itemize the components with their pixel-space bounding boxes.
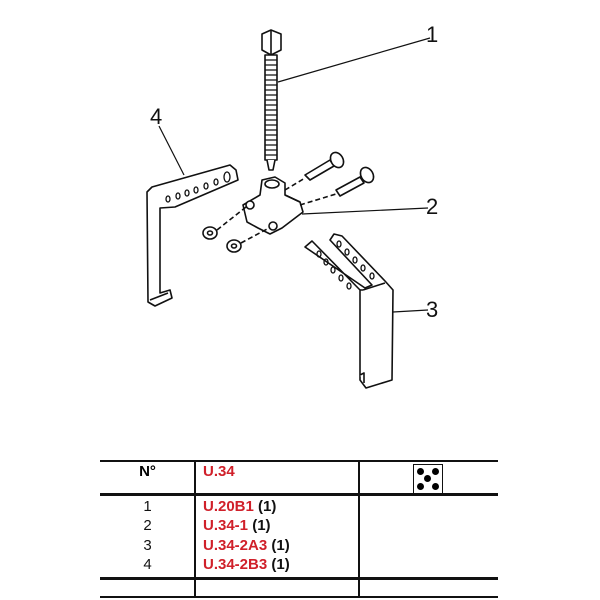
bracket-part-3 <box>304 233 394 389</box>
column-divider <box>194 460 196 598</box>
column-divider <box>358 460 360 598</box>
table-border-top <box>100 460 498 462</box>
table-border-bottom <box>100 596 498 598</box>
part-code: U.20B1 <box>203 498 254 515</box>
exploded-parts-diagram: 1 2 3 4 <box>146 22 438 389</box>
bracket-part-4 <box>146 164 239 307</box>
part-code: U.34-1 <box>203 517 249 534</box>
parts-table: N° U.34 1 U.20B1 (1) 2 U.34-1 (1) 3 U.34… <box>100 460 498 598</box>
block-part-2 <box>242 176 304 235</box>
leader-lines <box>158 37 431 313</box>
bolt-part-1 <box>261 29 282 171</box>
part-qty: (1) <box>258 498 277 515</box>
number-header: N° <box>139 463 156 480</box>
part-reference: U.34-2B3 (1) <box>203 556 290 573</box>
dice-five-icon <box>413 464 443 494</box>
set-code: U.34 <box>203 463 235 480</box>
row-number: 2 <box>143 517 152 534</box>
callout-3: 3 <box>426 297 438 322</box>
row-number: 1 <box>143 498 152 515</box>
part-reference: U.20B1 (1) <box>203 498 276 515</box>
part-reference: U.34-1 (1) <box>203 517 271 534</box>
washers <box>202 206 270 253</box>
part-qty: (1) <box>252 517 271 534</box>
part-code: U.34-2A3 <box>203 537 268 554</box>
row-number: 3 <box>143 537 152 554</box>
callout-2: 2 <box>426 194 438 219</box>
part-qty: (1) <box>271 537 290 554</box>
callout-4: 4 <box>150 104 162 129</box>
callout-1: 1 <box>426 22 438 47</box>
part-qty: (1) <box>271 556 290 573</box>
header-divider <box>100 493 498 496</box>
body-divider <box>100 577 498 580</box>
screws <box>284 151 375 206</box>
part-code: U.34-2B3 <box>203 556 268 573</box>
part-reference: U.34-2A3 (1) <box>203 537 290 554</box>
row-number: 4 <box>143 556 152 573</box>
